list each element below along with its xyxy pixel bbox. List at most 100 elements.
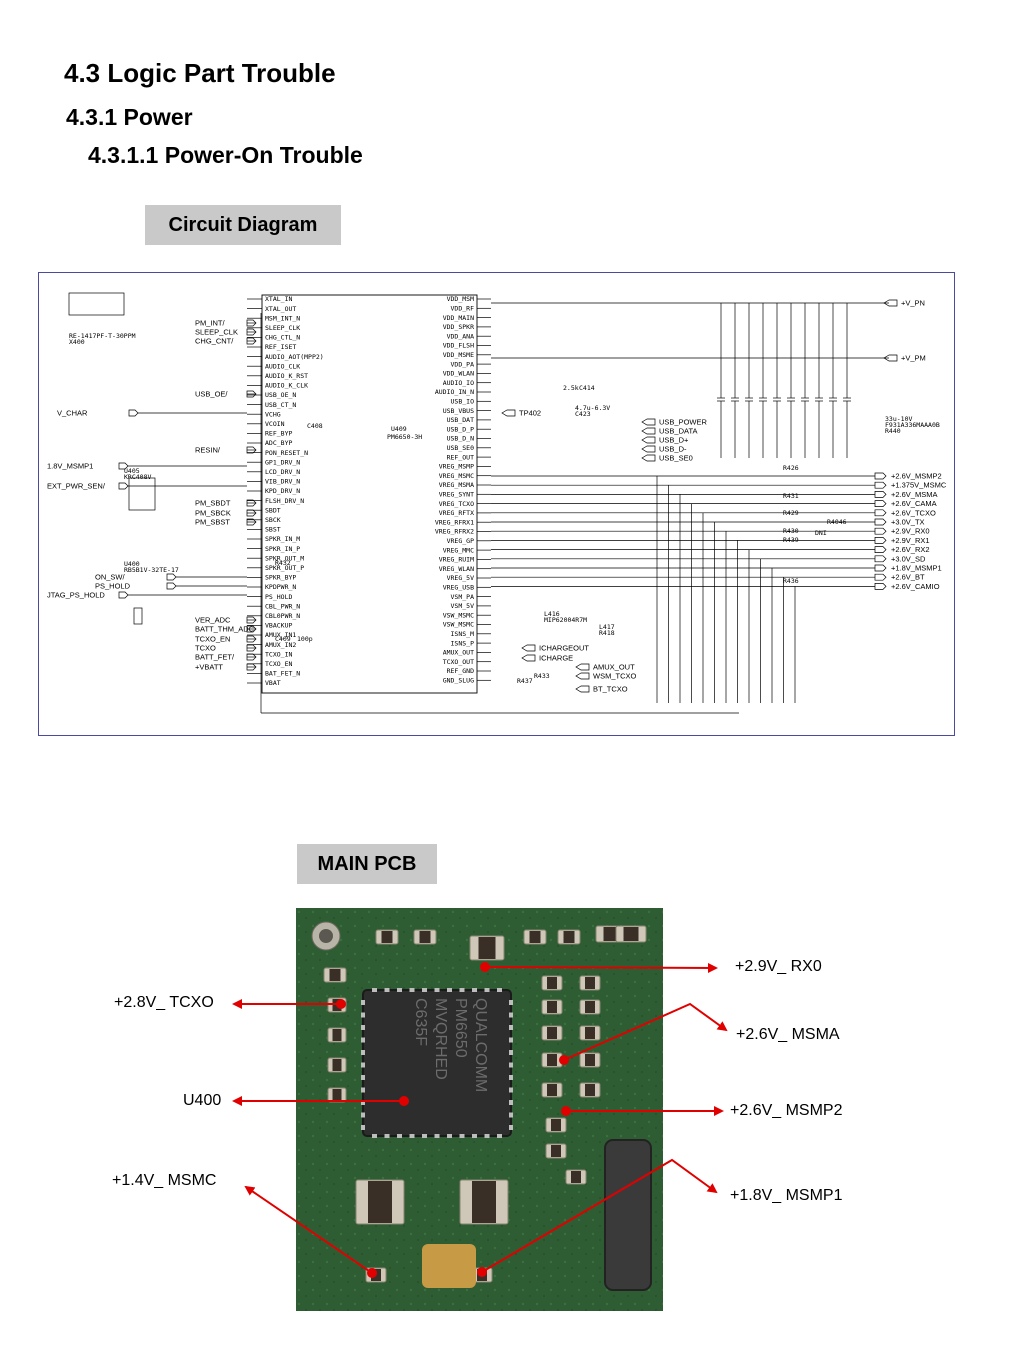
chip-right-pin: VDD_FLSH (443, 342, 474, 350)
smd-component (355, 1179, 405, 1225)
component-ref-label: RE-1417PF-T-30PPM (69, 332, 136, 340)
callout-msmp1: +1.8V_ MSMP1 (730, 1187, 843, 1204)
chip-right-pin: VREG_RUIM (439, 556, 474, 564)
subsubsection-heading-power-on-trouble: 4.3.1.1 Power-On Trouble (88, 142, 363, 168)
chip-marking-lot: MVQRHED (432, 998, 449, 1080)
chip-left-pin: USB_OE_N (265, 391, 296, 399)
chip-right-pin: VREG_RFRX1 (435, 518, 474, 526)
chip-right-pin: VSW_MSMC (443, 621, 474, 629)
pmic-chip: QUALCOMM PM6650 MVQRHED C635F (361, 988, 513, 1138)
chip-left-pin: XTAL_OUT (265, 305, 296, 313)
chip-right-pin: VDD_MSME (443, 351, 474, 359)
smd-component (327, 1057, 347, 1073)
smd-component (327, 1027, 347, 1043)
subsection-heading-power: 4.3.1 Power (66, 104, 193, 130)
left-signal-label: RESIN/ (195, 446, 221, 455)
smd-component (541, 1082, 563, 1098)
smd-component (469, 935, 505, 961)
chip-right-pin: VREG_WLAN (439, 565, 474, 573)
chip-left-pin: SPKR_OUT_P (265, 564, 304, 572)
chip-right-pin: VREG_MSMA (439, 481, 474, 489)
pmic-chip-outline (261, 294, 478, 694)
chip-right-pin: USB_D_N (447, 435, 474, 443)
chip-left-pin: TCXO_EN (265, 660, 292, 668)
chip-left-pin: SBCK (265, 516, 281, 524)
component-ref-label: X400 (69, 338, 85, 346)
circuit-diagram-label: Circuit Diagram (145, 205, 341, 245)
power-rail-label: +2.6V_CAMA (891, 499, 937, 508)
chip-right-pin: VREG_5V (447, 574, 474, 582)
component-ref-label: R439 (783, 536, 799, 544)
power-rail-label: +2.6V_CAMIO (891, 582, 940, 591)
component-ref-label: C408 (307, 422, 323, 430)
chip-left-pin: REF_ISET (265, 343, 296, 351)
chip-right-pin: VREG_MMC (443, 546, 474, 554)
component-ref-label: R431 (783, 492, 799, 500)
component-ref-label: C409 (275, 635, 291, 643)
component-ref-label: R437 (517, 677, 533, 685)
power-rail-label: +2.9V_RX1 (891, 536, 930, 545)
chip-right-pin: VREG_TCXO (439, 500, 474, 508)
chip-left-pin: SBDT (265, 506, 281, 514)
left-signal-label: +VBATT (195, 663, 223, 672)
power-rail-label: +3.0V_SD (891, 554, 926, 563)
chip-left-pin: AUDIO_CLK (265, 362, 300, 370)
left-signal-label: JTAG_PS_HOLD (47, 591, 105, 600)
chip-left-pin: GP1_DRV_N (265, 458, 300, 466)
power-rail-label: +2.6V_TCXO (891, 508, 936, 517)
chip-right-pin: ISNS_P (451, 639, 475, 647)
left-signal-label: BATT_THM_ADC (195, 625, 255, 634)
left-signal-label: SLEEP_CLK (195, 328, 238, 337)
tantalum-capacitor (422, 1244, 476, 1288)
component-ref-label: R440 (885, 427, 901, 435)
smd-component (523, 929, 547, 945)
left-signal-label: PM_SBDT (195, 499, 231, 508)
chip-left-pin: CHG_CTL_N (265, 334, 300, 342)
chip-right-pin: VDD_RF (451, 305, 475, 313)
chip-left-pin: VCOIN (265, 420, 285, 428)
smd-component (413, 929, 437, 945)
chip-right-pin: VDD_MAIN (443, 314, 474, 322)
power-rail-label: +2.6V_BT (891, 573, 925, 582)
right-signal-label: ICHARGE (539, 654, 573, 663)
smd-component (545, 1117, 567, 1133)
smd-component (579, 1082, 601, 1098)
left-signal-label: TCXO_EN (195, 635, 230, 644)
chip-marking-brand: QUALCOMM (472, 998, 489, 1092)
smd-component (327, 1087, 347, 1103)
chip-right-pin: USB_SE0 (447, 444, 474, 452)
chip-left-pin: KPDPWR_N (265, 583, 296, 591)
main-pcb-label: MAIN PCB (297, 844, 437, 884)
component-ref-label: R432 (275, 559, 291, 567)
smd-component (375, 929, 399, 945)
chip-right-pin: REF_GND (447, 667, 474, 675)
callout-u400: U400 (183, 1092, 222, 1109)
chip-right-pin: VDD_ANA (447, 332, 474, 340)
smd-component (323, 967, 347, 983)
left-signal-label: V_CHAR (57, 409, 88, 418)
component-ref-label: C423 (575, 410, 591, 418)
smd-component (365, 1267, 387, 1283)
chip-right-pin: USB_IO (451, 398, 475, 406)
chip-left-pin: LCD_DRV_N (265, 468, 300, 476)
chip-right-pin: AMUX_OUT (443, 649, 474, 657)
callout-tcxo: +2.8V_ TCXO (114, 994, 214, 1011)
component-ref-label: 100p (297, 635, 313, 643)
component-ref-label: R430 (783, 527, 799, 535)
chip-left-pin: SPKR_IN_P (265, 545, 300, 553)
chip-right-pin: VDD_MSM (447, 295, 474, 303)
callout-msma: +2.6V_ MSMA (736, 1026, 840, 1043)
chip-right-pin: USB_DAT (447, 416, 474, 424)
component-ref-label: L416 (544, 610, 560, 618)
chip-left-pin: KPD_DRV_N (265, 487, 300, 495)
chip-left-pin: BAT_FET_N (265, 670, 300, 678)
left-signal-label: PM_INT/ (195, 319, 226, 328)
smd-component (459, 1179, 509, 1225)
chip-right-pin: VDD_WLAN (443, 370, 474, 378)
component-ref-label: R418 (599, 629, 615, 637)
smd-component (541, 1052, 563, 1068)
chip-right-pin: REF_OUT (447, 453, 474, 461)
chip-left-pin: VCHG (265, 410, 281, 418)
right-signal-label: USB_POWER (659, 418, 708, 427)
chip-left-pin: SPKR_OUT_M (265, 554, 304, 562)
